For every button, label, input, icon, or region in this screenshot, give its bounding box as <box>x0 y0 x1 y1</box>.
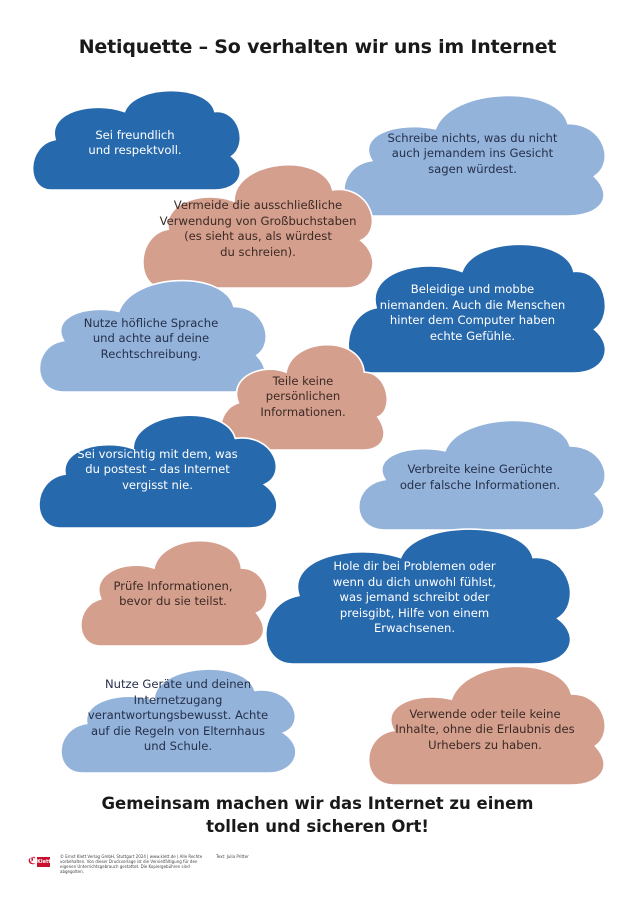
cloud-text: Nutze Geräte und deinen Internetzugang v… <box>87 677 269 754</box>
cloud-fill <box>221 345 388 450</box>
copyright-text: © Ernst Klett Verlag GmbH, Stuttgart 202… <box>60 854 203 874</box>
cloud-shape <box>355 410 605 530</box>
cloud-5: Nutze höfliche Sprache und achte auf dei… <box>36 270 266 392</box>
cloud-shape <box>262 512 570 664</box>
closing-message: Gemeinsam machen wir das Internet zu ein… <box>101 794 534 836</box>
cloud-fill <box>81 541 267 646</box>
credits: ℭ Klett © Ernst Klett Verlag GmbH, Stutt… <box>28 854 628 874</box>
cloud-fill <box>266 529 571 664</box>
cloud-fill <box>344 95 605 216</box>
cloud-fill <box>39 415 277 528</box>
page-title: Netiquette – So verhalten wir uns im Int… <box>78 36 557 58</box>
cloud-text: Nutze höfliche Sprache und achte auf dei… <box>83 315 219 361</box>
text-credit: Text: Julia Pritter <box>216 854 249 859</box>
cloud-4: Beleidige und mobbe niemanden. Auch die … <box>345 228 605 373</box>
cloud-11: Nutze Geräte und deinen Internetzugang v… <box>58 655 298 773</box>
cloud-12: Verwende oder teile keine Inhalte, ohne … <box>365 655 605 785</box>
cloud-shape <box>58 655 298 773</box>
klett-logo-label: Klett <box>37 857 51 867</box>
cloud-text: Sei vorsichtig mit dem, was du postest –… <box>77 446 238 492</box>
cloud-text: Beleidige und mobbe niemanden. Auch die … <box>379 282 566 343</box>
cloud-fill <box>359 420 605 530</box>
cloud-shape <box>36 270 266 392</box>
cloud-1: Sei freundlich und respektvoll. <box>30 78 240 190</box>
cloud-shape <box>30 78 240 190</box>
cloud-shape <box>140 148 375 288</box>
cloud-6: Teile keine persönlichen Informationen. <box>218 332 388 450</box>
klett-logo-mark: ℭ <box>28 856 37 867</box>
cloud-2: Schreibe nichts, was du nicht auch jeman… <box>340 84 605 216</box>
cloud-fill <box>33 91 241 190</box>
cloud-text: Sei freundlich und respektvoll. <box>88 127 182 158</box>
cloud-text: Hole dir bei Problemen oder wenn du dich… <box>332 559 497 636</box>
cloud-text: Verwende oder teile keine Inhalte, ohne … <box>395 706 575 752</box>
cloud-10: Hole dir bei Problemen oder wenn du dich… <box>262 512 570 664</box>
cloud-9: Prüfe Informationen, bevor du sie teilst… <box>78 528 268 646</box>
cloud-shape <box>78 528 268 646</box>
cloud-fill <box>369 666 606 785</box>
cloud-shape <box>345 228 605 373</box>
cloud-8: Verbreite keine Gerüchte oder falsche In… <box>355 410 605 530</box>
cloud-7: Sei vorsichtig mit dem, was du postest –… <box>36 400 279 528</box>
cloud-text: Schreibe nichts, was du nicht auch jeman… <box>387 130 558 176</box>
cloud-3: Vermeide die ausschließliche Verwendung … <box>140 148 375 288</box>
cloud-fill <box>39 281 266 392</box>
cloud-fill <box>143 165 373 288</box>
cloud-shape <box>340 84 605 216</box>
cloud-shape <box>218 332 388 450</box>
cloud-fill <box>61 669 296 773</box>
cloud-text: Verbreite keine Gerüchte oder falsche In… <box>399 462 561 492</box>
cloud-text: Prüfe Informationen, bevor du sie teilst… <box>113 578 233 609</box>
cloud-shape <box>36 400 279 528</box>
cloud-fill <box>348 244 605 373</box>
klett-logo: ℭ Klett <box>28 856 51 868</box>
cloud-text: Vermeide die ausschließliche Verwendung … <box>159 198 357 259</box>
cloud-shape <box>365 655 605 785</box>
cloud-text: Teile keine persönlichen Informationen. <box>260 373 346 419</box>
